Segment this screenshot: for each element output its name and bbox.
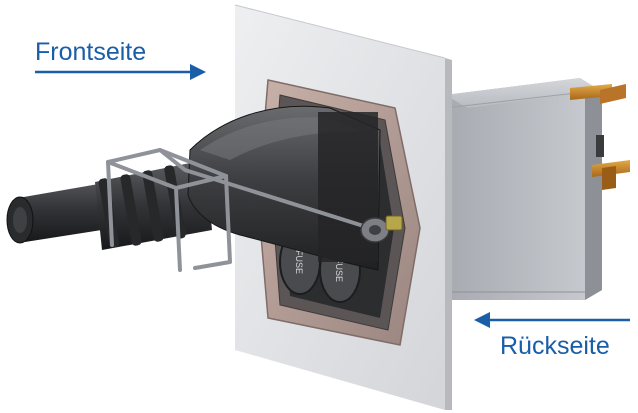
front-arrow (35, 64, 206, 80)
retaining-clip (106, 148, 372, 272)
fuse-marking-left: FUSE (294, 250, 304, 274)
back-arrow (474, 312, 630, 328)
front-side-label: Frontseite (35, 38, 147, 66)
pivot-screw (360, 215, 403, 243)
terminals (570, 84, 630, 190)
back-side-label: Rückseite (500, 332, 610, 360)
fuse-marking-right: FUSE (334, 258, 344, 282)
plug-body (187, 105, 381, 271)
module-housing (444, 78, 602, 300)
